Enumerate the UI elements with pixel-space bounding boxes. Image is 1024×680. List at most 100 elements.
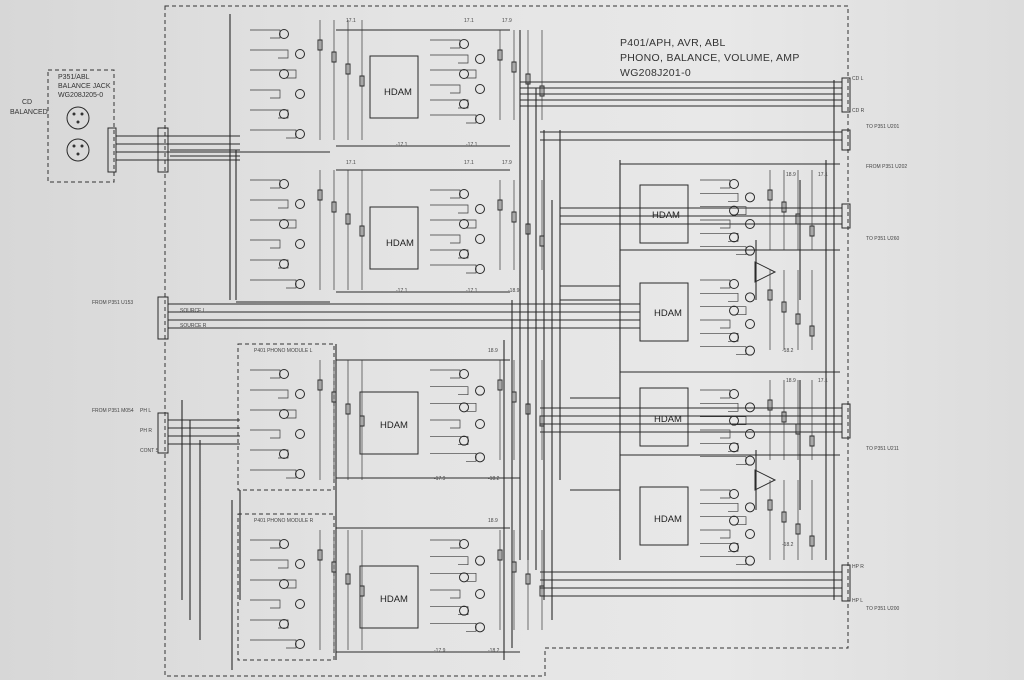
rail-p171: 17.1 [464, 18, 474, 24]
signal-from-p351-u202: FROM P351 U202 [866, 164, 907, 170]
component-trace [250, 69, 297, 79]
resistor-symbol [781, 301, 787, 313]
transistor-symbol [729, 205, 739, 216]
transistor-symbol [459, 402, 469, 413]
xlr-connector-l [66, 106, 90, 130]
component-trace [700, 529, 731, 539]
resistor-symbol [317, 189, 323, 201]
balance-jack-outline [47, 69, 115, 183]
transistor-symbol [279, 369, 289, 379]
rail-p171: 17.1 [346, 160, 356, 166]
component-trace [700, 219, 731, 229]
transistor-symbol [279, 179, 289, 189]
resistor-symbol [525, 403, 531, 415]
transistor-symbol [295, 599, 305, 609]
rail-p171: 17.1 [346, 18, 356, 24]
transistor-symbol [295, 429, 305, 439]
rail-m182: -18.2 [782, 542, 794, 548]
component-trace [430, 84, 461, 94]
rail-m182: -18.2 [782, 348, 794, 354]
jack-connector [107, 127, 117, 173]
transistor-symbol [295, 239, 305, 249]
resistor-symbol [525, 573, 531, 585]
component-trace [430, 436, 469, 446]
component-trace [250, 429, 281, 439]
transistor-symbol [745, 192, 755, 203]
rail-m171: -17.1 [396, 288, 408, 294]
transistor-symbol [729, 179, 739, 189]
component-trace [700, 292, 739, 302]
title-line-2: PHONO, BALANCE, VOLUME, AMP [620, 52, 800, 64]
transistor-symbol [475, 452, 485, 463]
transistor-symbol [745, 319, 755, 329]
component-trace [250, 539, 281, 549]
resistor-symbol [317, 39, 323, 51]
component-trace [430, 264, 477, 274]
transistor-symbol [279, 69, 289, 79]
resistor-symbol [795, 313, 801, 325]
component-trace [430, 234, 461, 244]
transistor-symbol [459, 69, 469, 79]
transistor-symbol [279, 579, 289, 589]
component-trace [250, 219, 297, 229]
transistor-symbol [729, 442, 739, 453]
transistor-symbol [459, 99, 469, 109]
component-trace [250, 639, 297, 649]
signal-cont-s: CONT S [140, 448, 159, 454]
component-trace [250, 29, 281, 39]
hdam-label: HDAM [380, 420, 408, 431]
component-trace [700, 246, 747, 256]
resistor-symbol [767, 399, 773, 411]
transistor-symbol [295, 89, 305, 99]
transistor-symbol [295, 279, 305, 289]
component-trace [700, 542, 739, 552]
component-trace [430, 369, 461, 379]
component-trace [700, 389, 731, 399]
component-trace [250, 49, 289, 59]
signal-source-r: SOURCE R [180, 323, 207, 329]
resistor-symbol [511, 61, 517, 73]
connector-j211 [841, 203, 851, 229]
transistor-symbol [459, 39, 469, 49]
component-trace [430, 556, 469, 566]
component-trace [430, 386, 469, 396]
component-trace [700, 502, 739, 512]
transistor-symbol [295, 199, 305, 209]
component-trace [250, 409, 297, 419]
transistor-symbol [745, 555, 755, 566]
hdam-label: HDAM [380, 594, 408, 605]
resistor-symbol [359, 585, 365, 597]
transistor-symbol [279, 29, 289, 39]
component-trace [430, 402, 477, 412]
component-trace [250, 369, 281, 379]
component-trace [430, 606, 469, 616]
signal-from-p351-m054: FROM P351 M054 [92, 408, 134, 414]
transistor-symbol [459, 249, 469, 259]
transistor-symbol [729, 389, 739, 399]
resistor-symbol [331, 391, 337, 403]
component-trace [250, 449, 289, 459]
component-trace [430, 189, 461, 199]
signal-to-p351-u201: TO P351 U201 [866, 124, 899, 130]
cd-balanced-label-2: BALANCED [10, 109, 48, 116]
transistor-symbol [279, 109, 289, 119]
phono-module-l-outline [237, 343, 335, 491]
phono-input-connector [157, 412, 169, 454]
rail-m182: -18.2 [488, 476, 500, 482]
signal-ph-r: PH R [140, 428, 152, 434]
component-trace [250, 619, 289, 629]
resistor-symbol [511, 561, 517, 573]
transistor-symbol [459, 189, 469, 199]
resistor-symbol [497, 49, 503, 61]
component-trace [430, 452, 477, 462]
resistor-symbol [345, 63, 351, 75]
transistor-symbol [459, 572, 469, 583]
transistor-symbol [475, 114, 485, 124]
rail-m171: -17.1 [466, 288, 478, 294]
transistor-symbol [459, 219, 469, 229]
transistor-symbol [729, 515, 739, 526]
signal-source-l: SOURCE L [180, 308, 206, 314]
resistor-symbol [511, 391, 517, 403]
rail-m171: -17.1 [466, 142, 478, 148]
resistor-symbol [511, 211, 517, 223]
